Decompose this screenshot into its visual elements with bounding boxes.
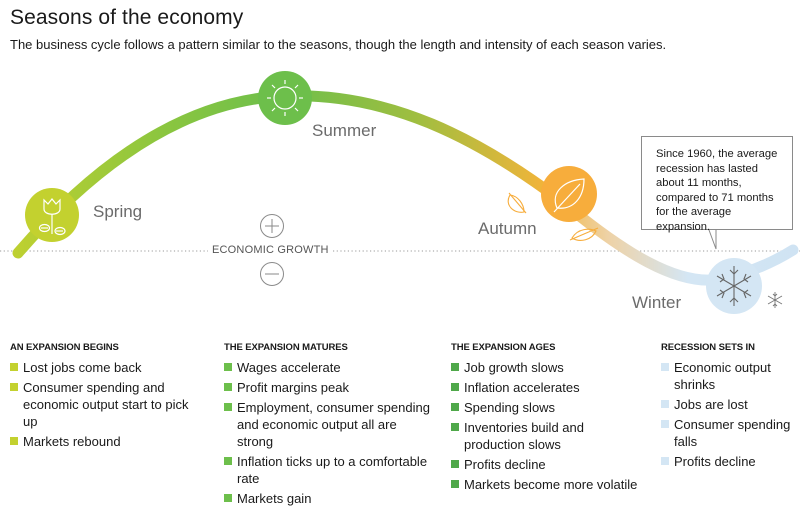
square-bullet-icon [661,400,669,408]
list-item-text: Jobs are lost [674,397,748,412]
square-bullet-icon [10,383,18,391]
list-item: Job growth slows [451,359,641,376]
snowflake-icon [716,266,752,306]
column-heading: RECESSION SETS IN [661,342,755,353]
list-item-text: Consumer spending falls [674,417,791,449]
page-subtitle: The business cycle follows a pattern sim… [10,37,667,52]
list-item: Markets rebound [10,433,205,450]
square-bullet-icon [451,460,459,468]
square-bullet-icon [451,383,459,391]
square-bullet-icon [451,480,459,488]
leaf-icon [553,178,585,213]
square-bullet-icon [661,420,669,428]
list-item: Consumer spending and economic output st… [10,379,205,430]
square-bullet-icon [224,494,232,502]
list-item-text: Consumer spending and economic output st… [23,380,189,429]
list-item-text: Inflation ticks up to a comfortable rate [237,454,428,486]
page-title: Seasons of the economy [10,6,244,29]
list-item-text: Markets become more volatile [464,477,638,492]
autumn-marker [541,166,597,222]
minus-circle-icon [260,262,284,286]
list-item-text: Employment, consumer spending and econom… [237,400,430,449]
list-item-text: Profits decline [464,457,546,472]
list-item-text: Lost jobs come back [23,360,142,375]
list-item-text: Economic output shrinks [674,360,771,392]
column-heading: THE EXPANSION AGES [451,342,556,353]
list-item: Profit margins peak [224,379,434,396]
list-item-text: Job growth slows [464,360,564,375]
list-item: Consumer spending falls [661,416,796,450]
list-item: Economic output shrinks [661,359,796,393]
business-cycle-diagram [0,71,800,314]
spring-marker [25,188,79,242]
falling-leaf-icon [569,227,599,241]
economic-growth-axis-label: ECONOMIC GROWTH [208,244,333,256]
square-bullet-icon [224,383,232,391]
square-bullet-icon [451,403,459,411]
list-item: Jobs are lost [661,396,796,413]
sun-icon [267,80,303,116]
list-item: Inflation ticks up to a comfortable rate [224,453,434,487]
square-bullet-icon [224,457,232,465]
small-snowflake-icon [767,292,783,308]
list-item: Inflation accelerates [451,379,641,396]
list-item: Wages accelerate [224,359,434,376]
plus-circle-icon [260,214,284,238]
list-item: Lost jobs come back [10,359,205,376]
list-item-text: Inflation accelerates [464,380,580,395]
list-item-text: Spending slows [464,400,556,415]
list-item: Profits decline [661,453,796,470]
list-item-text: Markets rebound [23,434,121,449]
list-item: Markets gain [224,490,434,507]
square-bullet-icon [451,363,459,371]
list-item-text: Profit margins peak [237,380,349,395]
falling-leaf-icon [507,192,527,214]
season-label-summer: Summer [312,121,377,140]
square-bullet-icon [224,403,232,411]
season-label-spring: Spring [93,202,143,221]
square-bullet-icon [451,423,459,431]
square-bullet-icon [10,437,18,445]
column-recession-sets-in: RECESSION SETS IN Economic output shrink… [661,342,796,473]
list-item: Employment, consumer spending and econom… [224,399,434,450]
square-bullet-icon [661,363,669,371]
list-item: Spending slows [451,399,641,416]
season-label-winter: Winter [632,293,682,312]
column-heading: AN EXPANSION BEGINS [10,342,119,353]
recession-callout: Since 1960, the average recession has la… [641,136,793,233]
summer-marker [258,71,312,125]
column-heading: THE EXPANSION MATURES [224,342,348,353]
tulip-icon [38,198,66,236]
square-bullet-icon [10,363,18,371]
list-item-text: Wages accelerate [237,360,341,375]
list-item: Markets become more volatile [451,476,641,493]
square-bullet-icon [224,363,232,371]
season-label-autumn: Autumn [478,219,537,238]
list-item-text: Profits decline [674,454,756,469]
list-item-text: Markets gain [237,491,312,506]
list-item-text: Inventories build and production slows [464,420,584,452]
winter-marker [706,258,762,314]
list-item: Profits decline [451,456,641,473]
square-bullet-icon [661,457,669,465]
list-item: Inventories build and production slows [451,419,641,453]
